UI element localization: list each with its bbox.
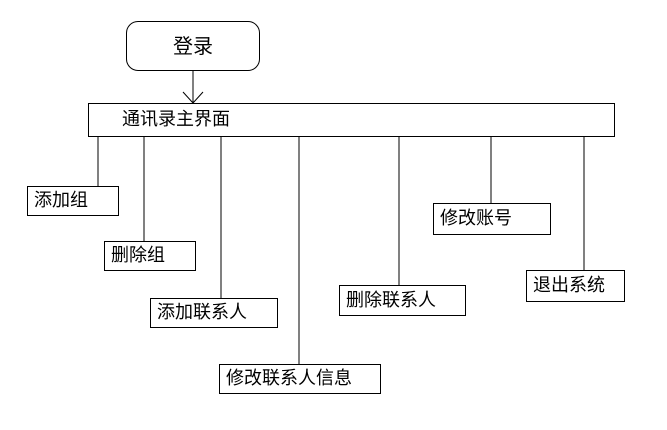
edit-account-node: 修改账号 <box>433 203 551 235</box>
delete-group-node: 删除组 <box>104 241 196 271</box>
delete-contact-node: 删除联系人 <box>339 285 466 316</box>
exit-system-node: 退出系统 <box>526 270 625 302</box>
main-interface-node: 通讯录主界面 <box>88 103 615 137</box>
add-contact-node: 添加联系人 <box>150 298 278 328</box>
edit-contact-node: 修改联系人信息 <box>219 364 381 394</box>
login-node: 登录 <box>126 21 260 71</box>
add-group-node: 添加组 <box>27 186 119 216</box>
